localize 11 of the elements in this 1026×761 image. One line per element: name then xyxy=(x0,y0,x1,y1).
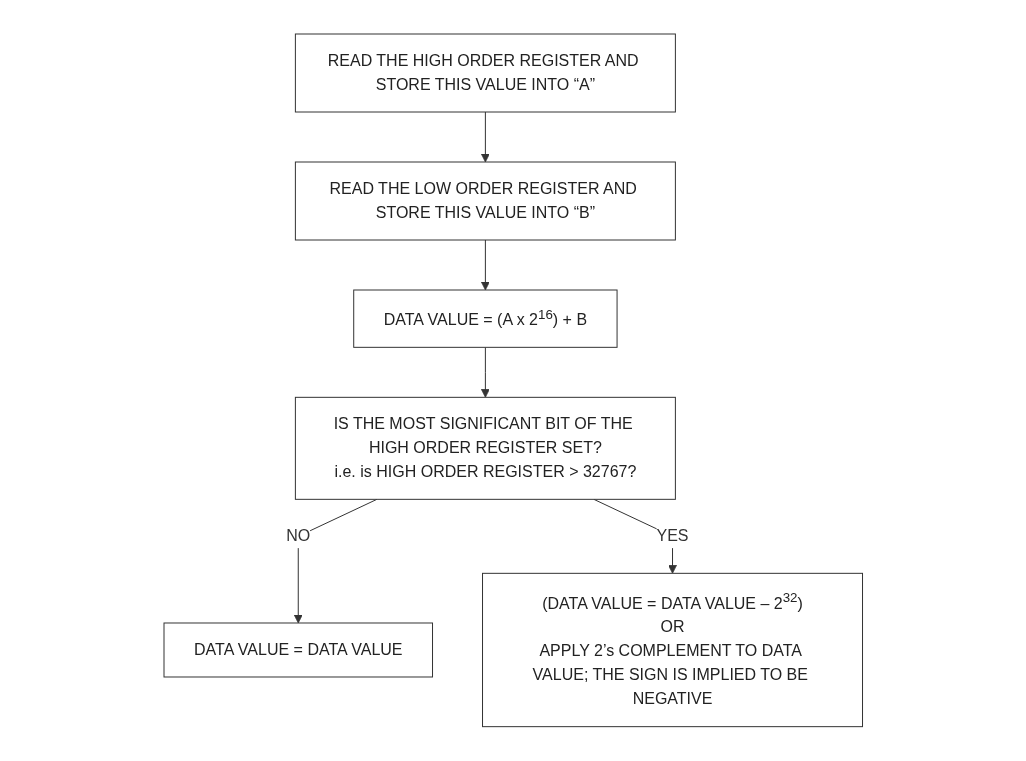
node-box: IS THE MOST SIGNIFICANT BIT OF THE HIGH ORDER REGISTER SET? i.e. is HIGH ORDER REGISTER > 32767? xyxy=(294,397,676,500)
node-box: READ THE HIGH ORDER REGISTER AND STORE THIS VALUE INTO “A” xyxy=(294,33,676,113)
arrow xyxy=(480,111,490,163)
node-box: DATA VALUE = DATA VALUE xyxy=(163,622,433,678)
node-box: READ THE LOW ORDER REGISTER AND STORE THIS VALUE INTO “B” xyxy=(294,161,676,241)
node-box: (DATA VALUE = DATA VALUE – 2$^{32}$) OR APPLY 2’s COMPLEMENT TO DATA VALUE; THE SIGN IS IMPLIED TO BE NEGATIVE xyxy=(481,573,863,728)
edge-label: YES xyxy=(656,527,689,545)
node-box: DATA VALUE = (A x 2$^{16}$) + B xyxy=(352,289,618,348)
arrow xyxy=(480,239,490,291)
edge-label: NO xyxy=(285,527,310,545)
arrow xyxy=(480,347,490,398)
